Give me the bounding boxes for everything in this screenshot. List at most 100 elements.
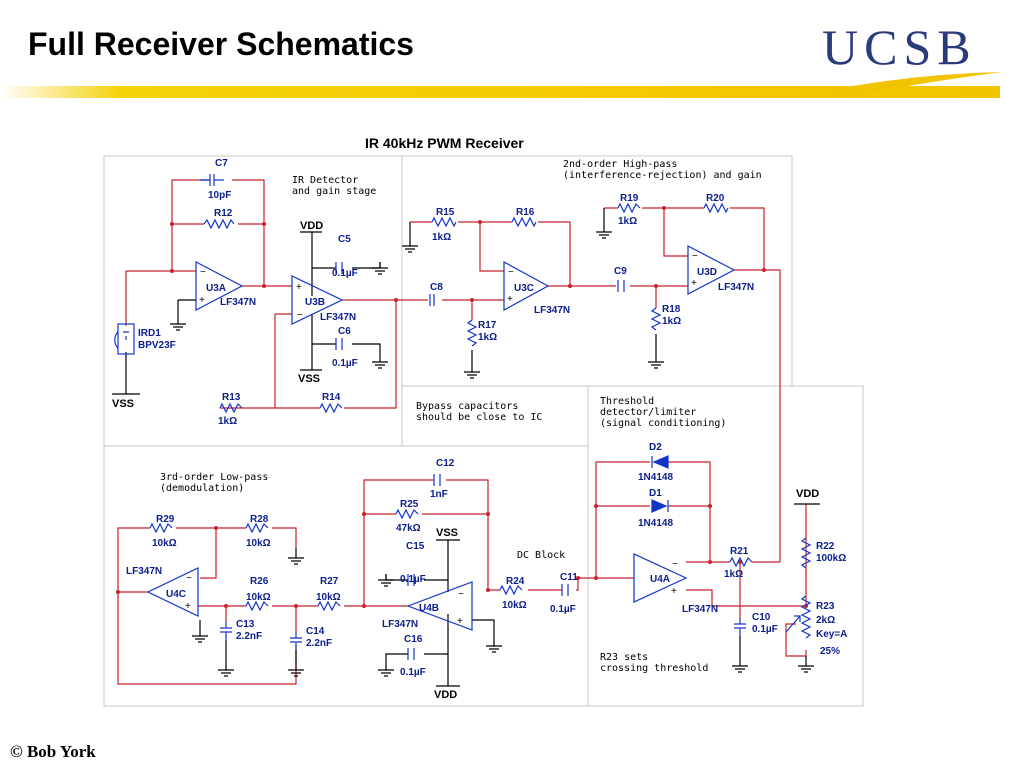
svg-text:1kΩ: 1kΩ bbox=[218, 416, 237, 427]
svg-text:(demodulation): (demodulation) bbox=[160, 483, 244, 494]
svg-text:LF347N: LF347N bbox=[718, 282, 754, 293]
svg-text:(signal conditioning): (signal conditioning) bbox=[600, 418, 726, 429]
svg-text:R24: R24 bbox=[506, 576, 525, 587]
supply-wires bbox=[112, 208, 820, 687]
svg-text:−: − bbox=[692, 251, 698, 262]
svg-text:U3C: U3C bbox=[514, 283, 534, 294]
svg-text:2kΩ: 2kΩ bbox=[816, 615, 835, 626]
svg-text:LF347N: LF347N bbox=[534, 305, 570, 316]
opamp-pin-signs: −+ +− −+ −+ −+ −+ −+ bbox=[185, 251, 698, 627]
svg-text:R25: R25 bbox=[400, 499, 419, 510]
svg-text:R26: R26 bbox=[250, 576, 269, 587]
svg-text:C5: C5 bbox=[338, 234, 351, 245]
svg-text:D1: D1 bbox=[649, 488, 662, 499]
svg-text:1kΩ: 1kΩ bbox=[724, 569, 743, 580]
svg-text:R12: R12 bbox=[214, 208, 233, 219]
svg-text:C7: C7 bbox=[215, 158, 228, 169]
svg-text:R14: R14 bbox=[322, 392, 341, 403]
svg-text:LF347N: LF347N bbox=[220, 297, 256, 308]
svg-text:+: + bbox=[671, 586, 677, 597]
svg-text:VSS: VSS bbox=[112, 398, 134, 410]
junction-dots bbox=[116, 206, 808, 608]
svg-text:C9: C9 bbox=[614, 266, 627, 277]
svg-text:1N4148: 1N4148 bbox=[638, 472, 673, 483]
note-lowpass: 3rd-order Low-pass (demodulation) bbox=[160, 472, 268, 494]
svg-text:detector/limiter: detector/limiter bbox=[600, 407, 696, 418]
svg-text:Bypass capacitors: Bypass capacitors bbox=[416, 401, 518, 412]
svg-text:U4B: U4B bbox=[419, 603, 439, 614]
note-bypass: Bypass capacitors should be close to IC bbox=[416, 401, 542, 423]
svg-text:C6: C6 bbox=[338, 326, 351, 337]
svg-text:R27: R27 bbox=[320, 576, 339, 587]
svg-text:(interference-rejection) and g: (interference-rejection) and gain bbox=[563, 170, 762, 181]
svg-text:−: − bbox=[672, 559, 678, 570]
svg-text:R15: R15 bbox=[436, 207, 455, 218]
svg-text:C10: C10 bbox=[752, 612, 771, 623]
svg-text:1kΩ: 1kΩ bbox=[662, 316, 681, 327]
svg-text:C8: C8 bbox=[430, 282, 443, 293]
note-ir-detector: IR Detector and gain stage bbox=[292, 175, 376, 197]
ucsb-logo: UCSB bbox=[822, 19, 977, 75]
svg-text:R18: R18 bbox=[662, 304, 681, 315]
svg-text:+: + bbox=[507, 294, 513, 305]
svg-text:R29: R29 bbox=[156, 514, 175, 525]
svg-text:10kΩ: 10kΩ bbox=[246, 592, 271, 603]
svg-text:C13: C13 bbox=[236, 619, 255, 630]
svg-text:R28: R28 bbox=[250, 514, 269, 525]
svg-text:10kΩ: 10kΩ bbox=[502, 600, 527, 611]
svg-text:LF347N: LF347N bbox=[382, 619, 418, 630]
svg-text:R22: R22 bbox=[816, 541, 835, 552]
svg-text:D2: D2 bbox=[649, 442, 662, 453]
svg-text:0.1µF: 0.1µF bbox=[332, 268, 358, 279]
svg-text:U3A: U3A bbox=[206, 283, 226, 294]
svg-text:+: + bbox=[457, 616, 463, 627]
svg-text:R19: R19 bbox=[620, 193, 639, 204]
svg-text:C15: C15 bbox=[406, 541, 425, 552]
svg-text:−: − bbox=[200, 267, 206, 278]
svg-text:LF347N: LF347N bbox=[682, 604, 718, 615]
svg-text:−: − bbox=[458, 589, 464, 600]
svg-text:3rd-order Low-pass: 3rd-order Low-pass bbox=[160, 472, 268, 483]
svg-text:C14: C14 bbox=[306, 626, 325, 637]
svg-text:1kΩ: 1kΩ bbox=[432, 232, 451, 243]
svg-text:U3B: U3B bbox=[305, 297, 325, 308]
svg-text:10pF: 10pF bbox=[208, 190, 231, 201]
svg-text:LF347N: LF347N bbox=[126, 566, 162, 577]
svg-text:R17: R17 bbox=[478, 320, 497, 331]
section-lowpass bbox=[103, 445, 589, 707]
note-r23: R23 sets crossing threshold bbox=[600, 652, 708, 674]
svg-text:100kΩ: 100kΩ bbox=[816, 553, 846, 564]
svg-text:LF347N: LF347N bbox=[320, 312, 356, 323]
svg-text:IR Detector: IR Detector bbox=[292, 175, 358, 186]
svg-text:and gain stage: and gain stage bbox=[292, 186, 376, 197]
component-labels: C7 10pF R12 U3A LF347N U3B LF347N IRD1 B… bbox=[112, 158, 847, 701]
svg-text:R23: R23 bbox=[816, 601, 835, 612]
svg-text:0.1µF: 0.1µF bbox=[752, 624, 778, 635]
svg-text:−: − bbox=[297, 310, 303, 321]
svg-text:R13: R13 bbox=[222, 392, 241, 403]
svg-text:2nd-order High-pass: 2nd-order High-pass bbox=[563, 159, 677, 170]
svg-text:R20: R20 bbox=[706, 193, 725, 204]
note-threshold: Threshold detector/limiter (signal condi… bbox=[600, 396, 726, 429]
svg-text:crossing threshold: crossing threshold bbox=[600, 663, 708, 674]
svg-text:C16: C16 bbox=[404, 634, 423, 645]
svg-text:2.2nF: 2.2nF bbox=[236, 631, 262, 642]
svg-text:+: + bbox=[691, 278, 697, 289]
svg-text:VSS: VSS bbox=[436, 527, 458, 539]
footer-credit: © Bob York bbox=[10, 742, 96, 761]
slide-title: Full Receiver Schematics bbox=[28, 26, 414, 62]
svg-text:R23 sets: R23 sets bbox=[600, 652, 648, 663]
svg-text:Key=A: Key=A bbox=[816, 629, 847, 640]
svg-text:−: − bbox=[186, 573, 192, 584]
components bbox=[114, 174, 812, 660]
svg-text:R21: R21 bbox=[730, 546, 749, 557]
svg-text:U4A: U4A bbox=[650, 574, 670, 585]
svg-text:25%: 25% bbox=[820, 646, 840, 657]
svg-text:+: + bbox=[185, 601, 191, 612]
svg-text:10kΩ: 10kΩ bbox=[246, 538, 271, 549]
svg-text:VDD: VDD bbox=[434, 689, 457, 701]
svg-text:1kΩ: 1kΩ bbox=[618, 216, 637, 227]
schematic-title: IR 40kHz PWM Receiver bbox=[365, 135, 524, 151]
svg-text:1N4148: 1N4148 bbox=[638, 518, 673, 529]
